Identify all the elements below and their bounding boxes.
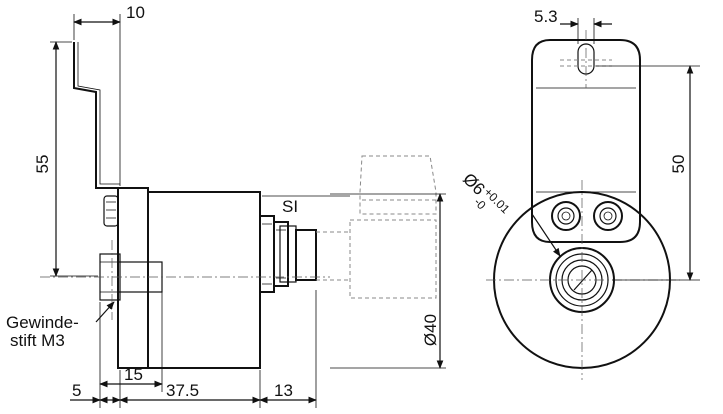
screw-right	[593, 201, 623, 231]
dim-37-5: 37.5	[166, 381, 199, 400]
bracket-plate	[531, 39, 641, 243]
connector-ring-2	[273, 221, 289, 287]
dim-5: 5	[72, 381, 81, 400]
connector-ring-1	[259, 215, 275, 293]
dim-height-55: 55	[33, 155, 52, 174]
dim-hole-5-3: 5.3	[534, 7, 558, 26]
side-view: 10 55 SI Gewinde- stift M3 15 5 37.5 13 …	[6, 3, 446, 408]
dim-height-50: 50	[669, 155, 688, 174]
connector-plug	[295, 229, 317, 281]
dim-top-width: 10	[126, 3, 145, 22]
dim-13: 13	[274, 381, 293, 400]
flange-plate	[117, 187, 149, 369]
label-set-screw-2: stift M3	[10, 331, 65, 350]
screw-left	[551, 201, 581, 231]
mating-connector-outline	[316, 155, 437, 299]
front-view: 5.3 50 Ø6 +0.01 -0	[459, 7, 700, 380]
dim-diameter-40: Ø40	[421, 314, 440, 346]
housing-body	[147, 191, 261, 369]
label-set-screw-1: Gewinde-	[6, 313, 79, 332]
dim-15: 15	[124, 365, 143, 384]
label-si: SI	[282, 197, 298, 216]
mounting-bracket	[73, 42, 120, 189]
